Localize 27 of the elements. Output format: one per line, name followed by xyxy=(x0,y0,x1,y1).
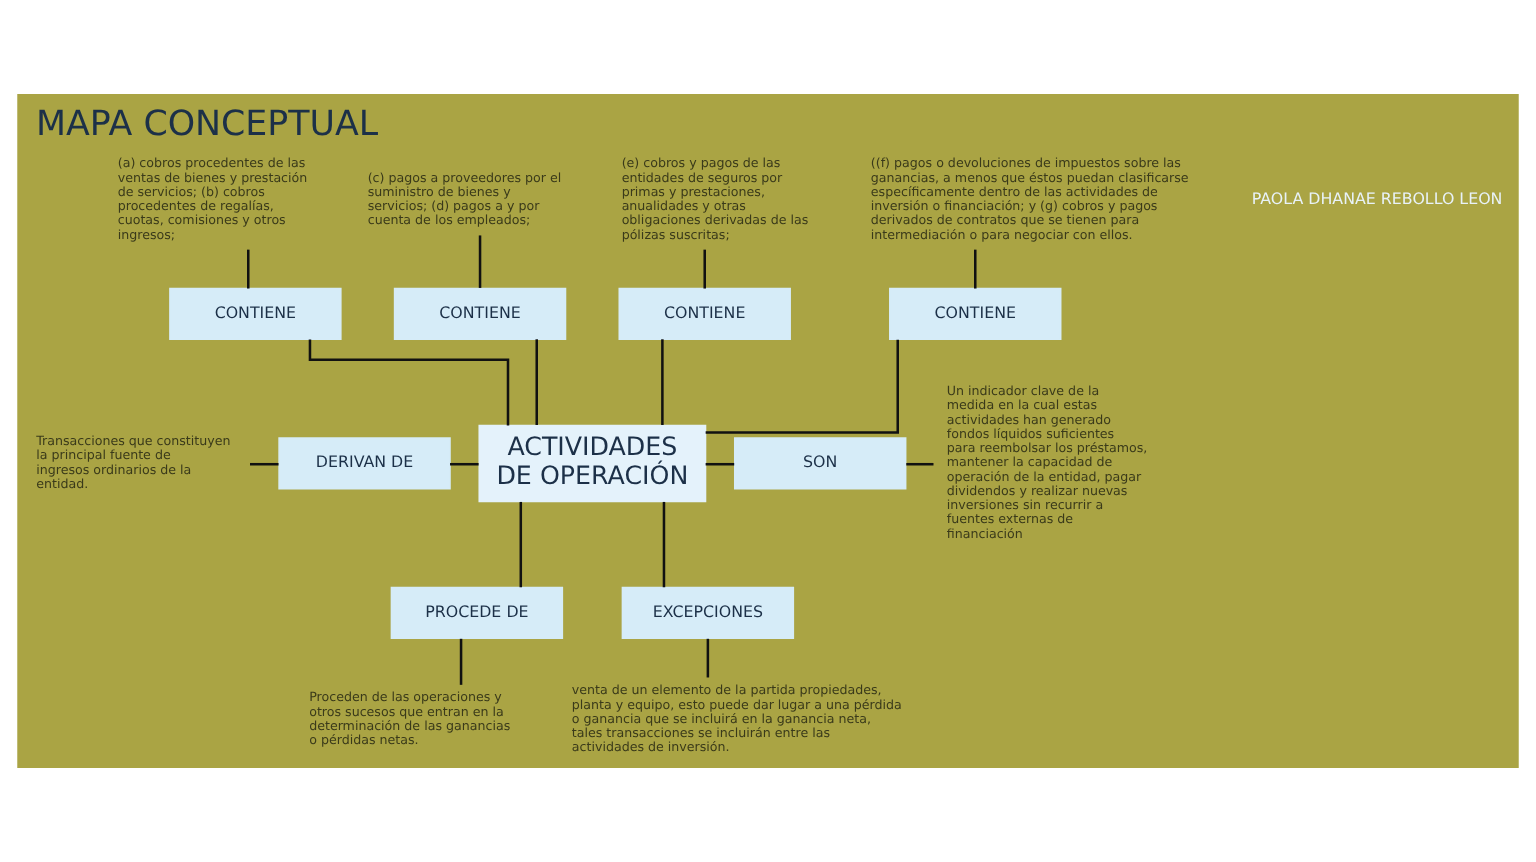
connector xyxy=(661,339,664,425)
connector xyxy=(459,638,463,685)
connector xyxy=(662,501,666,588)
connector xyxy=(519,501,523,588)
connector xyxy=(703,249,706,289)
node-box: PROCEDE DE xyxy=(390,586,564,640)
connector xyxy=(478,235,482,288)
node-box: ACTIVIDADES DE OPERACIÓN xyxy=(478,424,707,503)
connector xyxy=(308,339,510,426)
node-box: SON xyxy=(734,437,907,490)
connector xyxy=(906,462,934,466)
connector xyxy=(249,462,279,466)
node-box: CONTIENE xyxy=(393,287,567,341)
connector xyxy=(706,638,710,678)
connector xyxy=(705,339,899,434)
connector xyxy=(974,249,977,289)
node-box: DERIVAN DE xyxy=(278,437,451,490)
connector xyxy=(247,249,250,289)
connector xyxy=(450,462,479,466)
diagram-title: MAPA CONCEPTUAL xyxy=(36,104,379,145)
node-box: CONTIENE xyxy=(889,287,1062,341)
label: PAOLA DHANAE REBOLLO LEON xyxy=(1251,189,1503,208)
node-box: EXCEPCIONES xyxy=(621,586,795,640)
connector xyxy=(705,462,735,466)
node-box: CONTIENE xyxy=(169,287,342,341)
node-box: CONTIENE xyxy=(618,287,791,341)
connector xyxy=(535,339,538,425)
